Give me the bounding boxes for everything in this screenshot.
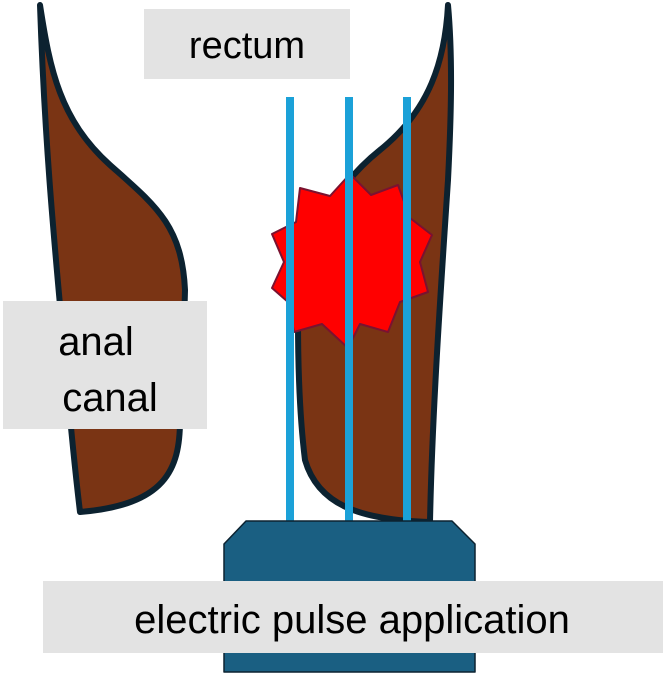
device-label: electric pulse application	[43, 581, 663, 653]
anal-canal-label-line2: canal	[62, 376, 158, 420]
anal-canal-label: anal canal	[3, 301, 207, 429]
rectum-label: rectum	[144, 9, 350, 79]
rectum-label-box	[144, 9, 350, 79]
device-label-text: electric pulse application	[134, 598, 570, 642]
rectum-label-text: rectum	[189, 25, 305, 67]
left-canal-wall	[37, 2, 188, 515]
anal-canal-label-box	[3, 301, 207, 429]
device-label-box	[43, 581, 663, 653]
anal-canal-label-line1: anal	[58, 320, 134, 364]
